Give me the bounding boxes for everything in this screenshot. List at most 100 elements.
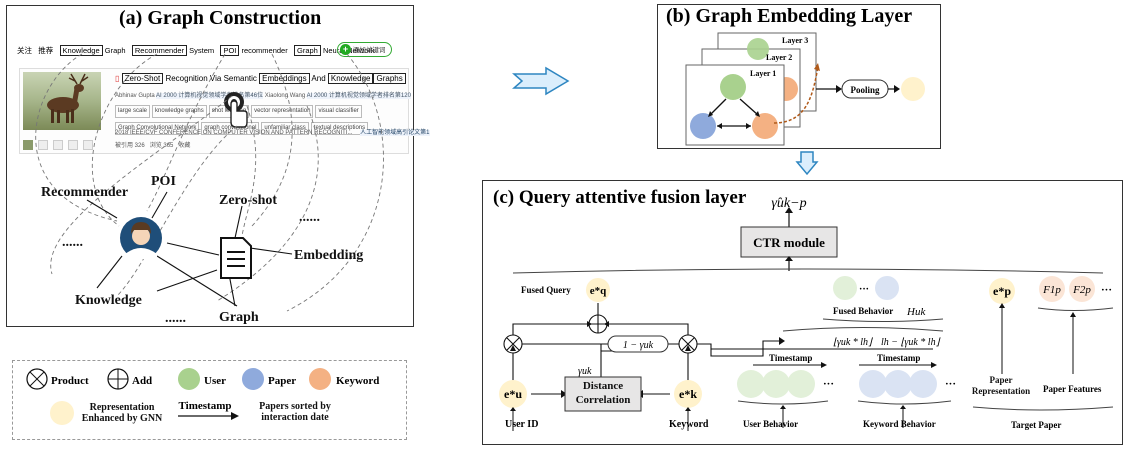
thumbnail-strip <box>23 135 94 154</box>
deer-thumbnail <box>23 72 101 130</box>
kw-graph2[interactable]: Graph <box>294 45 321 56</box>
legend-svg: Product Add User Paper Keyword Timestamp <box>26 368 379 425</box>
keyword-label: Keyword <box>669 419 709 430</box>
representation-node-icon <box>50 401 74 425</box>
title-graphs: Graphs <box>373 73 406 84</box>
kw-recommender2[interactable]: recommender <box>241 46 288 55</box>
panel-c-svg: γ̂uk−p CTR module Fused Query e*q <box>499 196 1114 431</box>
fused-query-label: Fused Query <box>521 285 571 295</box>
title-zero-shot: Zero-Shot <box>121 73 164 84</box>
nav-follow[interactable]: 关注 <box>17 46 32 55</box>
author-1[interactable]: Abhinav Gupta <box>115 93 155 99</box>
paper-representation-label: Paper Representation <box>971 375 1031 396</box>
f1-node <box>1039 276 1065 302</box>
venue-row: 2018 IEEE/CVF CONFERENCE ON COMPUTER VIS… <box>115 127 430 136</box>
timestamp-label-1: Timestamp <box>769 353 812 363</box>
affiliation-2: AI 2000 计算机视觉领域学者排名第120 <box>306 93 411 99</box>
document-icon <box>220 237 252 279</box>
legend-timestamp: Timestamp <box>179 400 232 412</box>
fused-behavior-label: Fused Behavior <box>833 306 893 316</box>
title-and: And <box>311 74 326 83</box>
eu-node <box>499 380 527 408</box>
layer-2-label: Layer 2 <box>766 53 792 62</box>
cited-count: 被引用 326 <box>115 143 145 149</box>
legend: Product Add User Paper Keyword Timestamp… <box>12 360 407 440</box>
node-zero-shot: Zero-shot <box>219 193 277 208</box>
ellipsis-left: ...... <box>62 235 83 250</box>
ctr-module-label: CTR module <box>753 235 825 250</box>
kw-knowledge[interactable]: Knowledge <box>59 45 103 56</box>
ellipsis-keyword: ··· <box>945 378 956 390</box>
plus-icon: + <box>340 44 351 55</box>
output-label: γ̂uk−p <box>771 196 806 211</box>
venue: 2018 IEEE/CVF CONFERENCE ON COMPUTER VIS… <box>115 130 353 136</box>
read-count: 浏览 365 <box>149 143 174 149</box>
title-embeddings: Embeddings <box>259 73 310 84</box>
gamma-label: γuk <box>578 366 592 377</box>
panel-b-svg: Layer 1 Layer 2 Layer 3 Pooling <box>685 32 925 146</box>
user-node-icon <box>178 368 200 390</box>
legend-papers-sorted: Papers sorted by interaction date <box>259 401 331 423</box>
ellipsis-features: ··· <box>1101 284 1112 296</box>
stats-row: 被引用 326 浏览 365 收藏 <box>115 140 190 149</box>
layer-1-label: Layer 1 <box>750 69 776 78</box>
kw-graph[interactable]: Graph <box>104 46 126 55</box>
kw-recommender[interactable]: Recommender <box>131 45 188 56</box>
flow-arrow-down-icon <box>795 151 819 176</box>
f2-label: F2p <box>1072 284 1091 296</box>
distance-correlation-label: Distance Correlation <box>575 380 631 406</box>
paper-card[interactable]: ▯ Zero-Shot Recognition Via Semantic Emb… <box>19 68 430 154</box>
one-minus-gamma-label: 1 − γuk <box>623 340 654 351</box>
keyword-node-icon <box>309 368 331 390</box>
kw-poi[interactable]: POI <box>220 45 240 56</box>
node-recommender: Recommender <box>41 185 128 200</box>
nav-recommend[interactable]: 推荐 <box>38 46 54 55</box>
lgamma-label: ⌊γuk * lh⌋ <box>833 337 873 348</box>
panel-b-title: (b) Graph Embedding Layer <box>666 5 913 27</box>
panel-b: (b) Graph Embedding Layer <box>657 4 941 149</box>
keyword-tag[interactable]: Graph Convolutional Network <box>115 122 200 135</box>
ep-label: e*p <box>993 284 1011 298</box>
favorite-button[interactable]: 收藏 <box>178 143 191 149</box>
node-knowledge: Knowledge <box>75 293 142 308</box>
keyword-tag[interactable]: textual descriptions <box>310 122 369 135</box>
legend-user: User <box>204 375 226 387</box>
target-paper-label: Target Paper <box>1011 420 1061 430</box>
distance-correlation-box <box>564 376 642 412</box>
node-poi: POI <box>151 174 176 189</box>
legend-add: Add <box>132 375 152 387</box>
layer-3-label: Layer 3 <box>782 36 808 45</box>
affiliation-1: AI 2000 计算机视觉领域学者排名第46位 <box>156 93 264 99</box>
panel-a: (a) Graph Construction 关注 推荐 Knowledge G… <box>6 5 430 327</box>
paper-features-label: Paper Features <box>1043 384 1102 394</box>
panel-c: (c) Query attentive fusion layer γ̂uk−p … <box>482 180 1123 445</box>
product-icon <box>26 368 48 390</box>
author-2[interactable]: Xiaolong Wang <box>264 93 306 99</box>
panel-a-graph: Recommender POI Zero-shot Embedding Know… <box>35 53 384 326</box>
legend-keyword: Keyword <box>336 375 379 387</box>
legend-product: Product <box>51 375 89 387</box>
rank-badge: 人工智能领域高引论文第1 <box>360 130 430 136</box>
paper-node-icon <box>242 368 264 390</box>
title-knowledge: Knowledge <box>327 73 374 84</box>
add-icon <box>107 368 129 390</box>
authors-row: Abhinav Gupta AI 2000 计算机视觉领域学者排名第46位 Xi… <box>115 90 411 99</box>
legend-paper: Paper <box>268 375 296 387</box>
ellipsis-right: ...... <box>299 210 320 225</box>
add-keyword-button[interactable]: + 添加关键词 <box>337 42 393 57</box>
keyword-tag[interactable]: unfamiliar class <box>261 122 309 135</box>
ellipsis-bottom: ...... <box>165 311 186 326</box>
panel-a-title: (a) Graph Construction <box>119 7 322 29</box>
panel-c-title: (c) Query attentive fusion layer <box>493 187 747 208</box>
flow-arrow-right-icon <box>512 66 570 96</box>
kw-system[interactable]: System <box>189 46 215 55</box>
ellipsis-user: ··· <box>823 378 834 390</box>
eq-label: e*q <box>590 285 607 297</box>
user-avatar <box>120 217 162 259</box>
f2-node <box>1069 276 1095 302</box>
add-keyword-label: 添加关键词 <box>352 47 386 54</box>
pdf-icon: ▯ <box>115 74 120 83</box>
node-embedding: Embedding <box>294 248 363 263</box>
timestamp-label-2: Timestamp <box>877 353 920 363</box>
